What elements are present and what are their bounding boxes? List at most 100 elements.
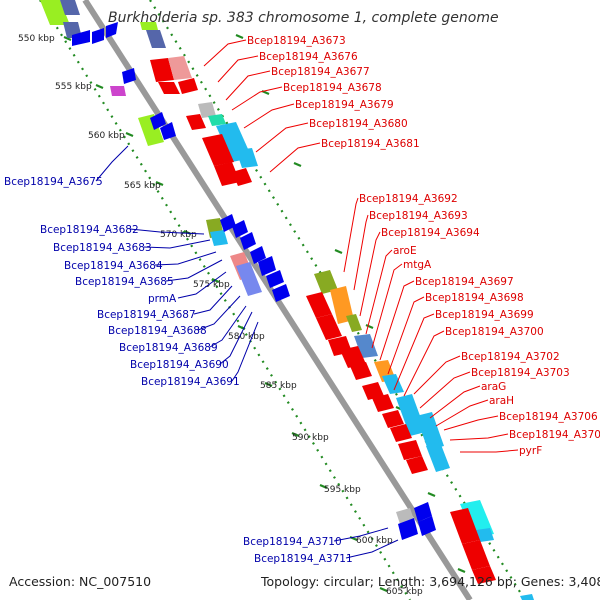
gene-label: Bcep18194_A3682 [40,224,139,236]
reverse-leader-lines [95,145,399,559]
gene-label: Bcep18194_A3703 [471,367,570,379]
scale-label: 575 kbp [193,280,230,290]
gene-label: Bcep18194_A3676 [259,51,358,63]
gene-arrow-reverse [150,112,166,130]
gene-label: Bcep18194_A3710 [243,536,342,548]
gene-features [40,0,534,600]
gene-arrow-reverse [220,214,236,232]
reverse-gene-labels: Bcep18194_A3675 Bcep18194_A3682 Bcep1819… [4,176,353,565]
gene-arrow-forward [372,394,394,412]
gene-block [198,102,216,118]
gene-label: Bcep18194_A3684 [64,260,163,272]
gene-label: Bcep18194_A3698 [425,292,524,304]
gene-block [138,114,164,146]
gene-arrow-reverse [398,518,418,540]
gene-arrow-reverse [106,22,118,38]
gene-block [236,262,262,296]
gene-block [140,22,158,30]
gene-block [450,508,480,544]
gene-label: Bcep18194_A3692 [359,193,458,205]
gene-label: Bcep18194_A3691 [141,376,240,388]
gene-arrow-reverse [266,270,284,288]
gene-arrow-reverse [272,284,290,302]
gene-arrow-reverse [258,256,276,276]
scale-label: 580 kbp [228,332,265,342]
gene-block [462,540,490,570]
gene-arrow-forward [178,78,198,94]
scale-label: 600 kbp [356,536,393,546]
scale-label: 570 kbp [160,230,197,240]
gene-arrow-forward [232,168,252,186]
gene-label: Bcep18194_A3694 [381,227,480,239]
gene-arrow-forward [186,114,206,130]
gene-block [314,270,338,294]
gene-label: aroE [393,245,417,257]
gene-block [210,230,228,246]
genome-summary: Topology: circular; Length: 3,694,126 bp… [260,574,600,589]
scale-label: 605 kbp [386,587,423,597]
gene-arrow-forward [472,566,496,584]
gene-label: Bcep18194_A3706 [499,411,598,423]
gene-label: Bcep18194_A3697 [415,276,514,288]
forward-leader-lines [203,39,519,453]
gene-label: Bcep18194_A3689 [119,342,218,354]
gene-arrow-reverse [92,28,104,44]
gene-block [150,58,174,82]
gene-label: Bcep18194_A3700 [445,326,544,338]
gene-block [236,148,258,168]
gene-label: Bcep18194_A3679 [295,99,394,111]
gene-label: Bcep18194_A3693 [369,210,468,222]
gene-block [158,82,180,94]
gene-block [426,442,450,472]
gene-label: mtgA [403,259,432,271]
scale-label: 595 kbp [324,485,361,495]
gene-arrow-reverse [72,30,90,46]
gene-block [316,314,342,340]
scale-label: 555 kbp [55,82,92,92]
gene-label: Bcep18194_A3702 [461,351,560,363]
gene-block [346,314,362,332]
gene-block [214,162,240,186]
gene-arrow-forward [406,456,428,474]
gene-label: Bcep18194_A3685 [75,276,174,288]
gene-label: araH [489,395,514,407]
gene-arrow-reverse [160,122,176,140]
accession-text: Accession: NC_007510 [9,574,151,589]
gene-arrow-reverse [232,220,248,238]
gene-arrow-reverse [122,68,136,84]
gene-arrow-reverse [250,246,266,264]
gene-block [396,394,426,436]
gene-block [330,286,354,324]
gene-block [146,30,166,48]
gene-arrow-forward [340,346,366,368]
gene-arrow-forward [382,410,404,428]
scale-label: 585 kbp [260,381,297,391]
gene-label: Bcep18194_A3688 [108,325,207,337]
gene-block [208,114,226,126]
gene-block [476,528,494,542]
gene-block [306,292,332,318]
gene-label: Bcep18194_A3711 [254,553,353,565]
scale-label: 550 kbp [18,34,55,44]
gene-block [382,374,404,394]
gene-label: Bcep18194_A3687 [97,309,196,321]
scale-label: 560 kbp [88,131,125,141]
gene-label: araG [481,381,506,393]
gene-label: Bcep18194_A3707 [509,429,600,441]
gene-block [168,56,192,80]
inner-dotted-guide [39,0,411,600]
gene-block [60,0,80,15]
gene-label: Bcep18194_A3699 [435,309,534,321]
gene-label: pyrF [519,445,542,457]
gene-arrow-reverse [414,502,432,522]
scale-label: 565 kbp [124,181,161,191]
gene-arrow-reverse [240,232,256,250]
gene-arrow-forward [390,424,412,442]
gene-label: Bcep18194_A3680 [309,118,408,130]
gene-block [110,86,126,96]
gene-label: Bcep18194_A3681 [321,138,420,150]
gene-block [416,412,444,450]
map-title: Burkholderia sp. 383 chromosome 1, compl… [108,10,499,26]
gene-label: Bcep18194_A3690 [130,359,229,371]
